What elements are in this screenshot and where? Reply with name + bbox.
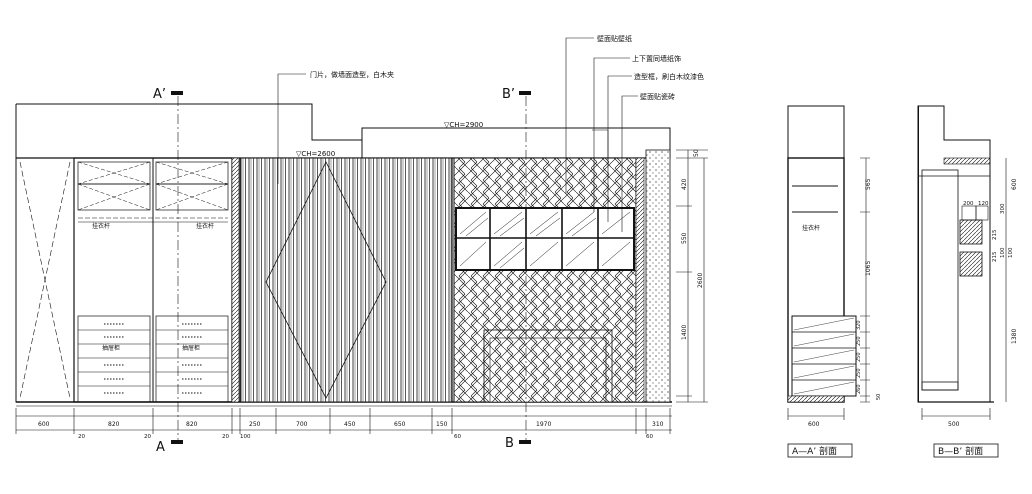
dim-250: 250 [249, 421, 261, 428]
section-b-dim-215a: 215 [992, 229, 998, 240]
drawer-label-left: 抽屉柜 [102, 344, 120, 352]
rdim-420: 420 [681, 178, 688, 190]
rdim-1400: 1400 [681, 325, 688, 340]
dim-650: 650 [394, 421, 406, 428]
section-b-dim-600: 600 [1011, 178, 1018, 190]
subdim-20-b: 20 [144, 434, 151, 440]
wardrobe: 挂衣杆 挂衣杆 抽屉柜 抽屉柜 [73, 157, 240, 403]
dim-700: 700 [296, 421, 308, 428]
hanging-rod-label-right: 挂衣杆 [196, 222, 214, 230]
drawer-stack [77, 315, 229, 403]
subdim-20-c: 20 [222, 434, 229, 440]
section-b-dim-120: 120 [978, 201, 989, 207]
drawer-label-right: 抽屉柜 [182, 344, 200, 352]
section-mark-a-prime: A’ [153, 87, 166, 102]
callout-upper-lower: 上下置同墙纸饰 [632, 54, 681, 63]
section-b-dim-300: 300 [1000, 203, 1006, 214]
dim-600: 600 [38, 421, 50, 428]
section-b-dim-100a: 100 [1000, 247, 1006, 258]
section-a-dim-320: 320 [856, 320, 862, 330]
left-door [15, 157, 75, 403]
ch-2900-label: ▽CH=2900 [444, 121, 483, 129]
section-b-dim-215b: 215 [992, 251, 998, 262]
rdim-2600: 2600 [697, 273, 704, 288]
section-b-title: B—B’ 剖面 [938, 445, 983, 457]
dotted-column [645, 149, 671, 403]
section-b-dim-200: 200 [963, 201, 974, 207]
glass-cabinet [456, 208, 634, 270]
ceiling-height-marks: ▽CH=2600 ▽CH=2900 [296, 121, 483, 158]
section-a-dim-250c: 250 [856, 368, 862, 378]
floor-line [16, 401, 672, 407]
section-mark-b: B [505, 436, 514, 451]
section-cut-lines: A’ B’ A B [153, 87, 531, 455]
section-b-dim-1380: 1380 [1011, 329, 1018, 344]
right-dimension-chain: 50 420 550 1400 2600 [676, 149, 708, 403]
callout-frame: 造型框，刷白木纹漆色 [634, 72, 704, 81]
section-a-width: 600 [808, 421, 820, 428]
section-b-width: 500 [948, 421, 960, 428]
bottom-dimension-chain: 600 820 820 250 700 450 650 150 1970 310… [15, 408, 672, 440]
subdim-60-b: 60 [646, 434, 653, 440]
section-a-dim-260: 260 [856, 384, 862, 394]
dim-150: 150 [436, 421, 448, 428]
subdim-100: 100 [240, 434, 251, 440]
dim-310: 310 [652, 421, 664, 428]
dim-820-a: 820 [108, 421, 120, 428]
section-a-dim-50: 50 [876, 394, 882, 400]
rdim-550: 550 [681, 232, 688, 244]
hanging-rod-label-left: 挂衣杆 [92, 222, 110, 230]
section-a-dim-1065: 1065 [865, 261, 872, 276]
dim-450: 450 [344, 421, 356, 428]
section-a-a: 挂衣杆 600 565 1065 320 250 250 250 260 50 … [787, 105, 882, 458]
section-a-dim-250a: 250 [856, 336, 862, 346]
callout-wall-tile: 壁面贴瓷砖 [640, 92, 675, 101]
section-mark-b-prime: B’ [502, 87, 515, 102]
section-b-b: 500 200 120 600 300 215 215 100 100 1380… [917, 105, 1018, 458]
section-mark-a: A [156, 440, 165, 455]
callout-leaders [277, 37, 638, 232]
ch-2600-label: ▽CH=2600 [296, 150, 335, 158]
ceiling-outline [15, 103, 671, 159]
section-a-hanging-label: 挂衣杆 [802, 224, 820, 232]
callout-door-panel: 门片，做墙面造型，白木夹 [310, 70, 394, 79]
dim-820-b: 820 [186, 421, 198, 428]
subdim-20-a: 20 [78, 434, 85, 440]
callout-wallpaper: 壁面贴壁纸 [597, 34, 632, 43]
subdim-60-a: 60 [454, 434, 461, 440]
section-a-dim-565: 565 [865, 178, 872, 190]
striped-panel-wall [239, 157, 453, 403]
section-a-dim-250b: 250 [856, 352, 862, 362]
dim-1970: 1970 [536, 421, 551, 428]
rdim-50-top: 50 [693, 149, 700, 157]
tile-wall [453, 157, 645, 403]
section-a-title: A—A’ 剖面 [792, 445, 837, 457]
section-b-dim-100b: 100 [1008, 247, 1014, 258]
